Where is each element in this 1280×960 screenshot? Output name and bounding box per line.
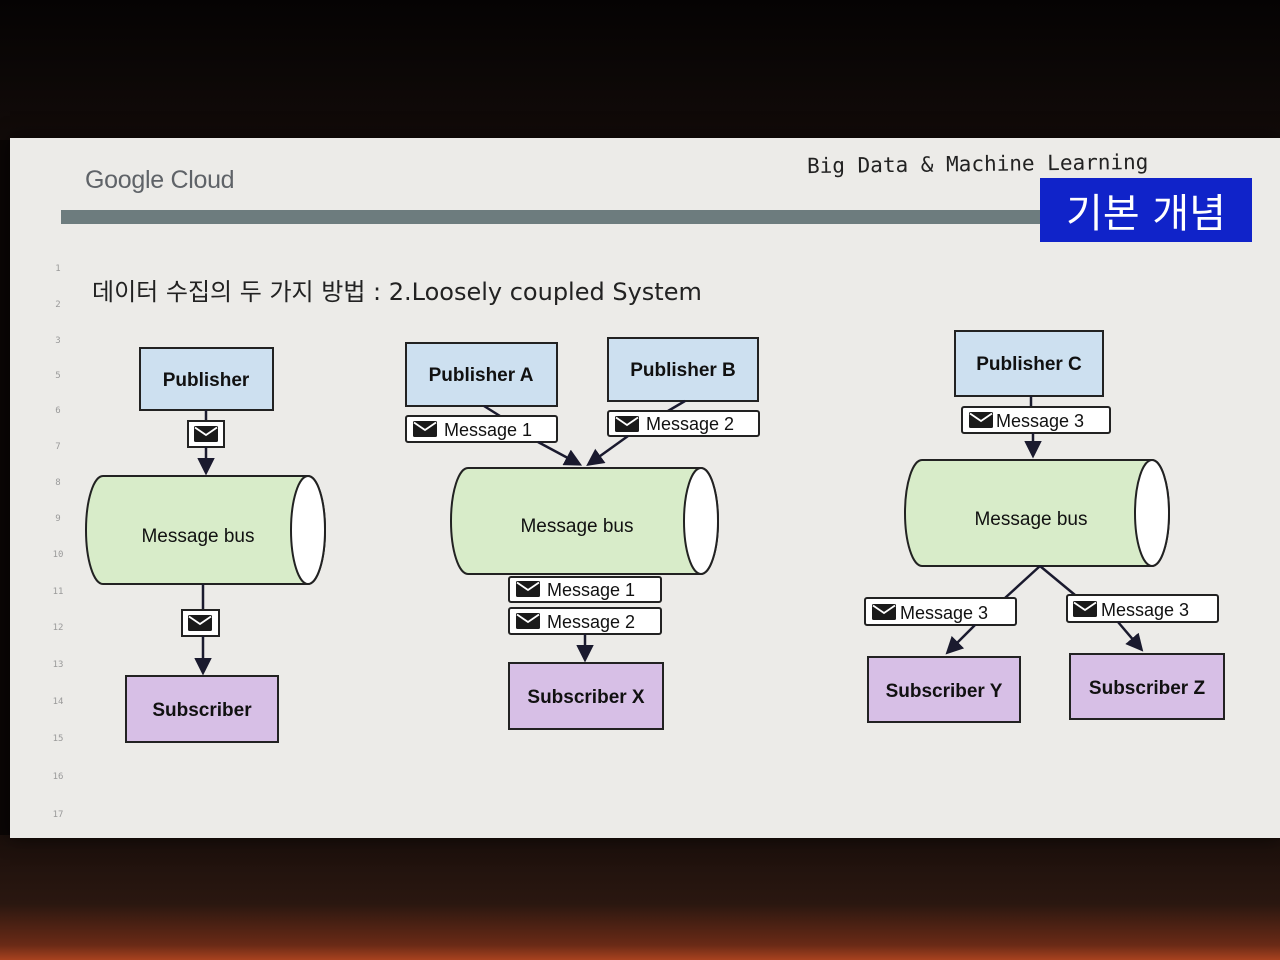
envelope-icon	[1073, 601, 1097, 617]
envelope-icon	[516, 613, 540, 629]
message-text: Message 1	[444, 420, 532, 440]
message-text: Message 2	[547, 612, 635, 632]
subscriber-z-label: Subscriber Z	[1089, 678, 1206, 699]
envelope-icon	[516, 581, 540, 597]
subscriber-x-label: Subscriber X	[527, 687, 645, 708]
line-number: 12	[52, 623, 64, 633]
message-bus-label: Message bus	[520, 516, 633, 537]
message-text: Message 2	[646, 414, 734, 434]
diagram-fan-in: Publisher A Publisher B Message 1 Messag…	[405, 337, 760, 730]
message-icon-badge	[187, 420, 225, 448]
message-text: Message 3	[900, 603, 988, 623]
line-number: 3	[55, 336, 61, 346]
connector-line	[1004, 565, 1041, 599]
line-number: 14	[52, 697, 64, 707]
publisher-b-box: Publisher B	[607, 337, 759, 402]
message-bus-label: Message bus	[974, 509, 1087, 530]
line-number: 13	[52, 660, 64, 670]
line-number: 2	[55, 300, 61, 310]
section-tag: 기본 개념	[1040, 178, 1252, 242]
message-label-out-y: Message 3	[864, 597, 1017, 626]
envelope-icon	[969, 412, 993, 428]
line-number: 1	[55, 264, 61, 274]
google-cloud-logo: Google Cloud	[85, 166, 235, 194]
publisher-b-label: Publisher B	[630, 360, 736, 381]
line-number: 15	[52, 734, 64, 744]
message-label-out-1: Message 1	[508, 576, 662, 603]
publisher-a-box: Publisher A	[405, 342, 558, 407]
envelope-icon	[872, 604, 896, 620]
envelope-icon	[615, 416, 639, 432]
publisher-c-label: Publisher C	[976, 354, 1082, 375]
message-bus-cylinder: Message bus	[450, 467, 719, 575]
message-label-out-z: Message 3	[1066, 594, 1219, 623]
connector-line	[483, 404, 501, 418]
message-bus-cylinder: Message bus	[85, 475, 326, 585]
arrow-to-subscriber-z	[1117, 621, 1144, 652]
subscriber-box: Subscriber	[125, 675, 279, 743]
line-number: 10	[52, 550, 64, 560]
publisher-box: Publisher	[139, 347, 274, 411]
diagram-single: Publisher Message bus Subscriber	[85, 347, 326, 743]
message-label-in: Message 3	[961, 406, 1111, 434]
message-text: Message 1	[547, 580, 635, 600]
subscriber-x-box: Subscriber X	[508, 662, 664, 730]
line-number: 5	[55, 371, 61, 381]
subscriber-y-box: Subscriber Y	[867, 656, 1021, 723]
message-label-in-2: Message 2	[607, 410, 760, 437]
envelope-icon	[188, 615, 212, 631]
message-text: Message 3	[1101, 600, 1189, 620]
line-number: 6	[55, 406, 61, 416]
message-label-in-1: Message 1	[405, 415, 558, 443]
arrow-to-bus	[537, 440, 583, 466]
line-number: 17	[52, 810, 64, 820]
connector-line	[1039, 565, 1076, 596]
subscriber-z-box: Subscriber Z	[1069, 653, 1225, 720]
arrow-to-bus	[586, 434, 629, 467]
publisher-c-box: Publisher C	[954, 330, 1104, 397]
envelope-icon	[413, 421, 437, 437]
message-bus-cylinder: Message bus	[904, 459, 1170, 567]
stage-floor	[0, 835, 1280, 960]
slide-title: 데이터 수집의 두 가지 방법 : 2.Loosely coupled Syst…	[92, 278, 702, 306]
diagram-fan-out: Publisher C Message 3 Message bus Messag…	[864, 330, 1225, 723]
line-number: 9	[55, 514, 61, 524]
line-number: 16	[52, 772, 64, 782]
subscriber-y-label: Subscriber Y	[886, 681, 1003, 702]
arrow-to-subscriber-y	[945, 624, 976, 655]
publisher-label: Publisher	[163, 370, 250, 391]
subscriber-label: Subscriber	[152, 700, 252, 721]
message-icon-badge	[181, 609, 220, 637]
line-number: 8	[55, 478, 61, 488]
publisher-a-label: Publisher A	[429, 365, 534, 386]
line-number: 11	[52, 587, 64, 597]
message-bus-label: Message bus	[141, 526, 254, 547]
connector-line	[667, 399, 686, 413]
envelope-icon	[194, 426, 218, 442]
line-number: 7	[55, 442, 61, 452]
message-label-out-2: Message 2	[508, 607, 662, 635]
message-text: Message 3	[996, 411, 1084, 431]
header-bar	[61, 210, 1051, 224]
stage-background-top	[0, 0, 1280, 140]
